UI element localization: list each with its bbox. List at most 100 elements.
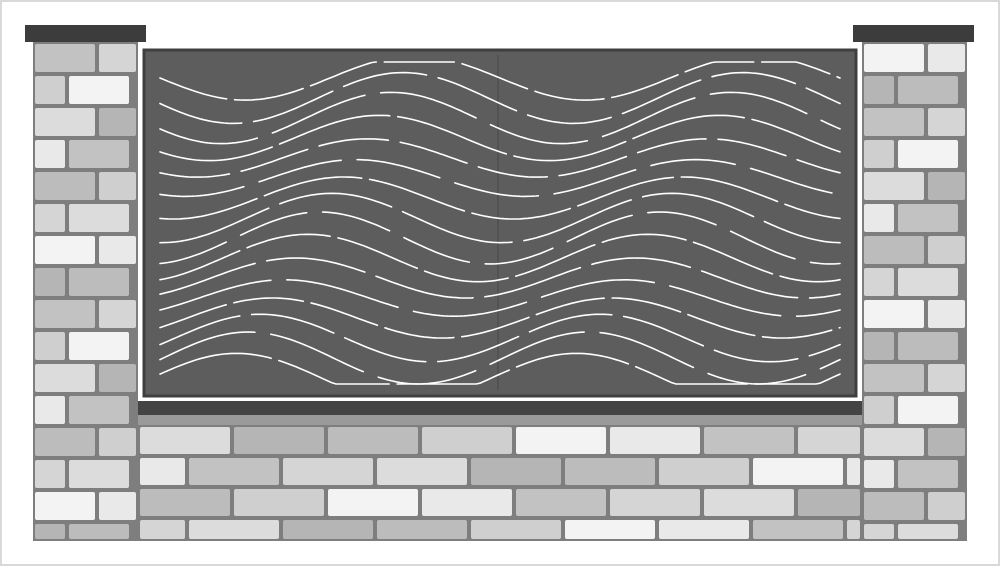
brick <box>99 236 136 264</box>
brick <box>928 300 965 328</box>
brick <box>659 520 749 539</box>
brick <box>565 458 655 485</box>
brick <box>328 427 418 454</box>
brick <box>69 460 129 488</box>
brick <box>35 108 95 136</box>
brick <box>798 427 860 454</box>
brick <box>928 236 965 264</box>
brick <box>283 458 373 485</box>
brick <box>35 460 65 488</box>
brick <box>35 204 65 232</box>
brick <box>471 458 561 485</box>
wave-line <box>159 192 841 244</box>
brick <box>847 458 860 485</box>
brick <box>99 108 136 136</box>
brick <box>99 172 136 200</box>
brick <box>140 427 230 454</box>
brick <box>753 458 843 485</box>
wave-line <box>159 158 841 198</box>
brick <box>99 44 136 72</box>
brick <box>69 268 129 296</box>
brick <box>422 427 512 454</box>
brick <box>140 520 185 539</box>
brick <box>610 427 700 454</box>
brick <box>847 520 860 539</box>
brick <box>328 489 418 516</box>
brick <box>864 428 924 456</box>
wave-pattern-panel <box>142 48 858 398</box>
brick <box>798 489 860 516</box>
brick <box>565 520 655 539</box>
brick <box>99 428 136 456</box>
brick <box>471 520 561 539</box>
brick <box>898 204 958 232</box>
wave-line <box>159 279 841 317</box>
brick <box>864 140 894 168</box>
brick <box>99 300 136 328</box>
left-brick-pillar <box>33 42 138 541</box>
brick <box>69 332 129 360</box>
wave-line <box>159 138 841 178</box>
brick <box>704 427 794 454</box>
brick <box>898 332 958 360</box>
brick <box>928 428 965 456</box>
wall-shadow-strip <box>138 415 862 425</box>
right-brick-pillar <box>862 42 967 541</box>
left-pillar-cap <box>25 25 146 42</box>
brick <box>864 268 894 296</box>
wave-line <box>159 331 841 385</box>
wave-cut-pattern <box>159 61 841 385</box>
brick <box>69 140 129 168</box>
brick <box>753 520 843 539</box>
brick <box>189 520 279 539</box>
brick <box>864 300 924 328</box>
brick <box>35 428 95 456</box>
brick <box>35 44 95 72</box>
brick <box>377 520 467 539</box>
brick <box>928 492 965 520</box>
brick <box>516 427 606 454</box>
brick <box>35 524 65 539</box>
brick <box>864 204 894 232</box>
right-pillar-cap <box>853 25 974 42</box>
brick <box>99 364 136 392</box>
wave-line <box>159 257 841 299</box>
wave-line <box>159 114 841 162</box>
brick <box>35 236 95 264</box>
brick <box>928 364 965 392</box>
wave-line <box>159 71 841 125</box>
brick <box>864 172 924 200</box>
brick <box>516 489 606 516</box>
brick <box>864 364 924 392</box>
brick <box>234 427 324 454</box>
brick <box>35 364 95 392</box>
wave-line <box>159 61 841 101</box>
brick-base-wall <box>138 425 862 541</box>
brick <box>35 76 65 104</box>
brick <box>864 332 894 360</box>
wave-line <box>159 313 841 363</box>
brick <box>422 489 512 516</box>
brick <box>69 524 129 539</box>
brick <box>864 76 894 104</box>
wall-cap-strip <box>138 401 862 415</box>
brick <box>928 108 965 136</box>
brick <box>864 236 924 264</box>
brick <box>928 44 965 72</box>
brick <box>69 396 129 424</box>
brick <box>659 458 749 485</box>
brick <box>377 458 467 485</box>
brick <box>35 396 65 424</box>
brick <box>864 524 894 539</box>
brick <box>69 76 129 104</box>
brick <box>898 460 958 488</box>
brick <box>898 396 958 424</box>
brick <box>704 489 794 516</box>
brick <box>928 172 965 200</box>
brick <box>610 489 700 516</box>
wave-line <box>159 176 841 220</box>
brick <box>283 520 373 539</box>
wave-line <box>159 352 841 385</box>
brick <box>234 489 324 516</box>
